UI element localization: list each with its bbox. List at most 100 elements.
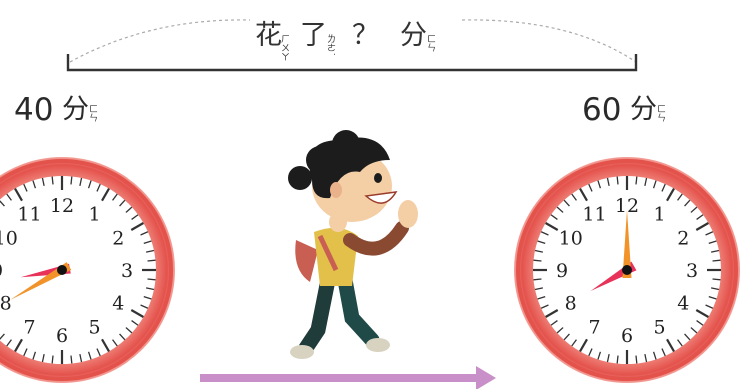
right-clock-tick bbox=[635, 355, 638, 364]
right-arrow-icon bbox=[200, 366, 496, 389]
right-clock-tick bbox=[571, 339, 577, 347]
right-clock-tick bbox=[537, 240, 546, 245]
left-clock-tick bbox=[125, 206, 133, 213]
left-clock-tick bbox=[147, 278, 156, 281]
right-clock-tick bbox=[606, 177, 610, 187]
right-clock-tick bbox=[661, 183, 666, 192]
left-clock-tick bbox=[41, 353, 45, 363]
left-clock-number: 3 bbox=[121, 260, 133, 282]
left-clock-tick bbox=[147, 259, 156, 262]
left-clock-tick bbox=[96, 348, 101, 357]
right-clock-tick bbox=[540, 231, 549, 236]
left-clock-tick bbox=[87, 180, 92, 189]
left-time-label: 40 分 ㄈㄣ bbox=[14, 92, 97, 128]
left-clock-tick bbox=[112, 193, 118, 201]
right-clock-tick bbox=[712, 278, 721, 281]
right-clock-tick bbox=[677, 339, 683, 347]
right-clock-number: 12 bbox=[615, 195, 639, 217]
right-clock-tick bbox=[579, 338, 588, 352]
right-clock-tick bbox=[661, 348, 666, 357]
right-clock-tick bbox=[708, 240, 717, 245]
left-clock-tick bbox=[32, 180, 37, 189]
dashed-arc-right bbox=[461, 19, 637, 63]
right-clock-tick bbox=[695, 309, 709, 318]
right-clock-tick bbox=[652, 351, 657, 360]
right-clock-tick bbox=[705, 231, 714, 236]
right-clock-tick bbox=[695, 222, 709, 231]
left-time-ruby: ㄈㄣ bbox=[87, 104, 97, 122]
right-clock-tick bbox=[597, 351, 602, 360]
right-clock-number: 2 bbox=[677, 228, 689, 250]
right-clock-tick bbox=[563, 199, 570, 207]
left-clock-tick bbox=[14, 338, 23, 352]
question-char-3: 分 bbox=[400, 20, 427, 51]
right-clock-tick bbox=[666, 188, 675, 202]
left-clock-tick bbox=[130, 222, 144, 231]
left-clock-tick bbox=[87, 351, 92, 360]
left-clock-tick bbox=[14, 188, 23, 202]
left-clock-tick bbox=[51, 176, 54, 185]
left-clock-minute-hand bbox=[10, 262, 72, 300]
left-clock-tick bbox=[6, 193, 12, 201]
right-clock-tick bbox=[563, 333, 570, 341]
left-clock-number: 5 bbox=[88, 316, 100, 338]
right-clock-tick bbox=[690, 206, 698, 213]
right-clock-tick bbox=[616, 176, 619, 185]
question-char-2: 了 bbox=[300, 20, 327, 51]
left-clock-number: 7 bbox=[23, 316, 35, 338]
left-clock-tick bbox=[143, 240, 152, 245]
left-clock-tick bbox=[51, 355, 54, 364]
right-clock-number: 1 bbox=[653, 204, 665, 226]
left-clock-tick bbox=[41, 177, 45, 187]
right-clock-tick bbox=[690, 327, 698, 334]
left-clock-tick bbox=[145, 249, 155, 253]
left-clock-tick bbox=[6, 339, 12, 347]
right-clock-tick bbox=[537, 295, 546, 300]
left-clock-tick bbox=[0, 200, 5, 207]
right-clock-tick bbox=[579, 188, 588, 202]
left-clock-tick bbox=[119, 333, 126, 341]
right-clock-center bbox=[622, 265, 632, 275]
right-clock-tick bbox=[710, 287, 720, 291]
right-clock-tick bbox=[556, 327, 564, 334]
right-clock-tick bbox=[696, 320, 704, 326]
right-clock-tick bbox=[533, 278, 542, 281]
left-clock-tick bbox=[131, 214, 139, 220]
right-clock-tick bbox=[666, 338, 675, 352]
right-time-unit: 分 bbox=[630, 94, 657, 125]
right-clock-tick bbox=[710, 249, 720, 253]
question-text: 花 ㄏㄨㄚ 了 ㄌㄜ˙ ？ 分 ㄈㄣ bbox=[255, 20, 435, 61]
right-clock-number: 11 bbox=[582, 204, 606, 226]
left-clock-number: 1 bbox=[88, 204, 100, 226]
right-clock-tick bbox=[533, 259, 542, 262]
right-clock-tick bbox=[534, 249, 544, 253]
right-clock-tick bbox=[588, 183, 593, 192]
right-clock-tick bbox=[556, 206, 564, 213]
right-time-ruby: ㄈㄣ bbox=[655, 104, 665, 122]
left-clock-center bbox=[57, 265, 67, 275]
dashed-arc bbox=[69, 19, 251, 63]
right-clock-tick bbox=[571, 193, 577, 201]
left-clock-tick bbox=[143, 295, 152, 300]
question-ruby-3: ㄈㄣ bbox=[425, 34, 435, 52]
left-clock-tick bbox=[0, 333, 5, 340]
brace-bracket bbox=[66, 54, 638, 72]
right-clock-tick bbox=[534, 287, 544, 291]
right-clock-tick bbox=[708, 295, 717, 300]
right-clock-number: 6 bbox=[621, 325, 633, 347]
left-clock-face bbox=[0, 176, 156, 364]
left-clock-tick bbox=[96, 183, 101, 192]
left-clock-number: 6 bbox=[56, 325, 68, 347]
right-clock-tick bbox=[696, 214, 704, 220]
left-clock-tick bbox=[140, 231, 149, 236]
left-clock-tick bbox=[112, 339, 118, 347]
left-clock-number: 10 bbox=[0, 228, 18, 250]
question-mark: ？ bbox=[352, 20, 379, 51]
right-clock-tick bbox=[677, 193, 683, 201]
right-clock-tick bbox=[588, 348, 593, 357]
right-clock-rim-ring bbox=[516, 159, 738, 381]
right-clock-minute-hand bbox=[622, 210, 632, 278]
right-clock-tick bbox=[635, 176, 638, 185]
left-clock-tick bbox=[70, 355, 73, 364]
